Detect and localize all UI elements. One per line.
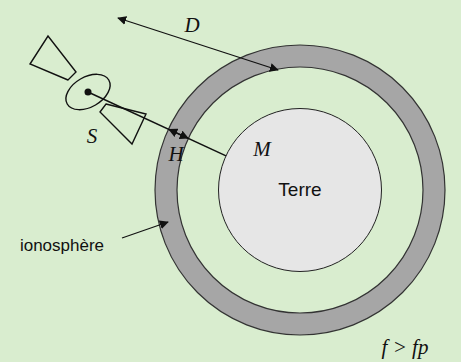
point-label: M [253, 138, 271, 161]
node-label: Terre [278, 179, 321, 201]
satellite-point [85, 89, 92, 96]
ionosphere-band [166, 56, 434, 324]
thickness-arrow [169, 130, 188, 139]
sight-line [88, 92, 246, 165]
dimension-label: D [184, 14, 199, 37]
leader-arrow [122, 222, 168, 238]
condition-note: f > fp [382, 336, 429, 359]
earth-circle: Terre [218, 108, 382, 272]
dimension-label: H [168, 143, 183, 166]
point-label: S [87, 125, 98, 148]
ionosphere-outer-edge [155, 45, 445, 335]
region-label: ionosphère [20, 237, 104, 256]
ionosphere-inner-edge [177, 67, 423, 313]
